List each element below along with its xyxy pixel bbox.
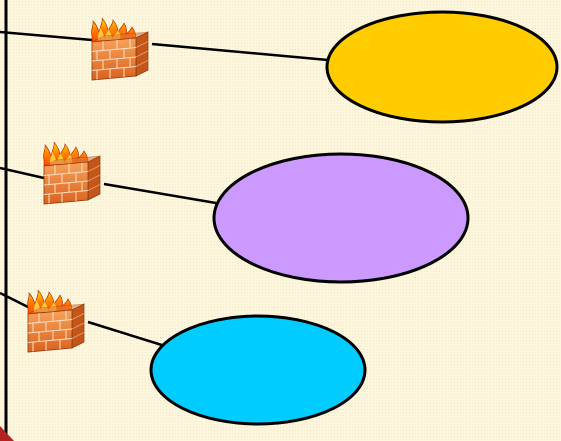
connector-bottom	[0, 291, 166, 348]
firewall-icon	[42, 141, 101, 205]
firewall-icon	[90, 17, 149, 81]
network-ellipse-bottom	[149, 314, 367, 426]
network-ellipse-middle	[212, 152, 470, 284]
network-ellipse-top	[325, 10, 559, 124]
connector-top	[0, 30, 329, 62]
connector-middle	[0, 166, 217, 205]
corner-accent	[0, 426, 14, 441]
firewall-icon	[26, 289, 85, 353]
